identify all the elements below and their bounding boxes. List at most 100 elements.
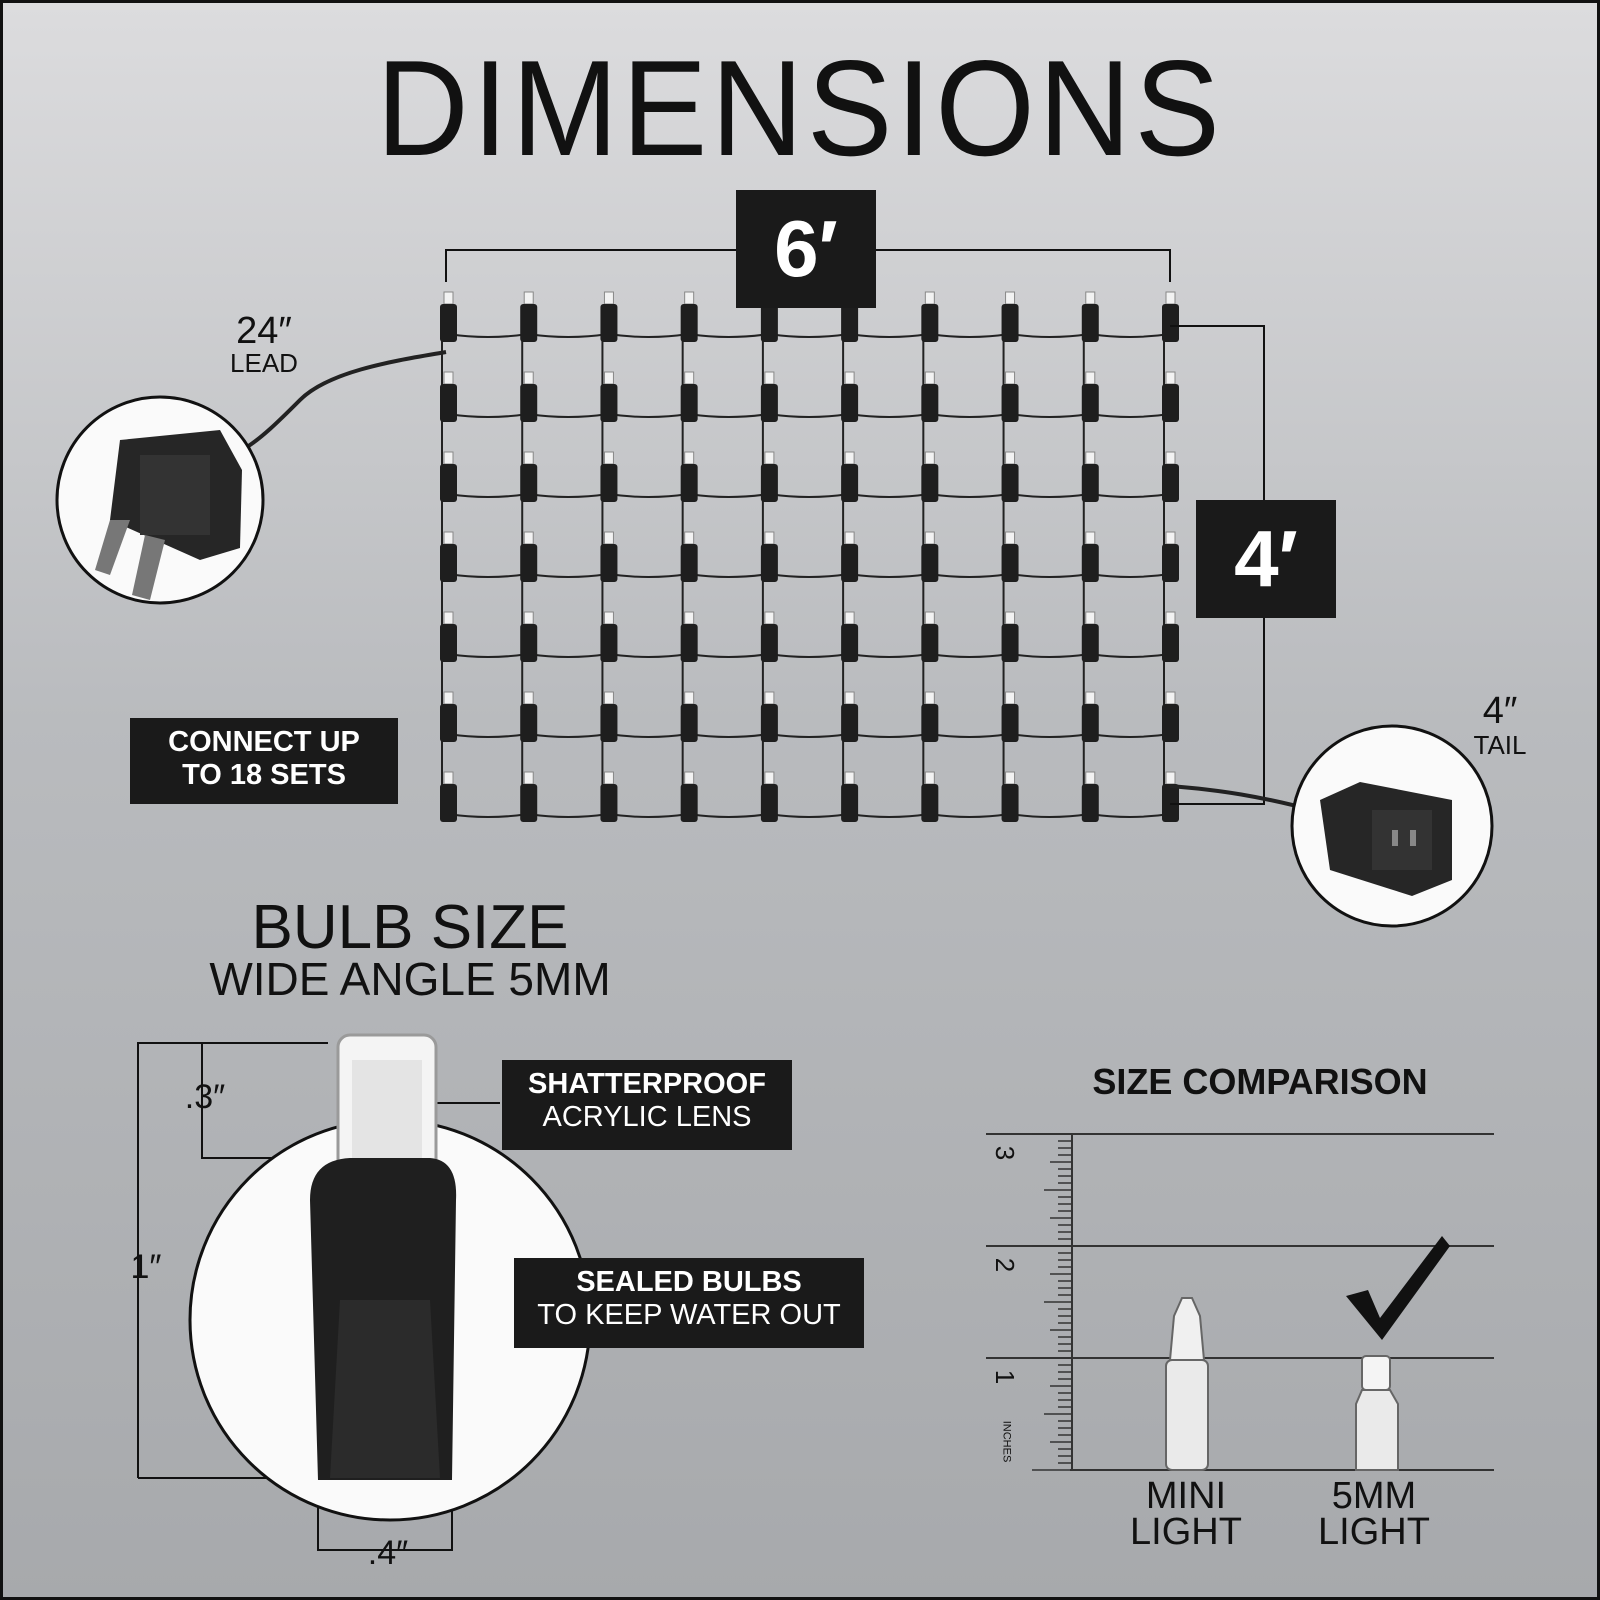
bulb-base	[841, 624, 859, 662]
sealed-feature-text: TO KEEP WATER OUT	[537, 1299, 841, 1331]
bulb-base	[1001, 624, 1019, 662]
bulb-base	[760, 464, 778, 502]
bulb-base	[1081, 544, 1099, 582]
bulb-base	[680, 384, 698, 422]
bulb-base	[520, 784, 538, 822]
bulb-lens	[844, 611, 855, 625]
sealed-feature-bold: SEALED BULBS	[576, 1266, 802, 1298]
bulb-lens	[684, 611, 695, 625]
bulb-lens	[764, 371, 775, 385]
bulb-lens	[1085, 691, 1096, 705]
lens-feature-bold: SHATTERPROOF	[528, 1068, 766, 1100]
bulb-lens	[1165, 691, 1176, 705]
bulb-base	[1001, 704, 1019, 742]
5mm-light-label: 5MM LIGHT	[1304, 1477, 1444, 1551]
bulb-lens	[443, 531, 454, 545]
bulb-lens	[764, 531, 775, 545]
bulb-base	[841, 464, 859, 502]
bulb-lens	[603, 531, 614, 545]
bulb-base	[921, 384, 939, 422]
lead-wire	[241, 350, 447, 452]
bulb-lens	[1165, 451, 1176, 465]
bulb-base	[680, 784, 698, 822]
bulb-base	[921, 304, 939, 342]
bulb-base	[440, 304, 457, 342]
bulb-base	[1081, 464, 1099, 502]
bulb-base	[520, 304, 538, 342]
bulb-base	[841, 304, 859, 342]
bulb-base	[1081, 704, 1099, 742]
total-height-label: 1″	[130, 1248, 162, 1286]
tail-length: 4″	[1482, 690, 1518, 732]
bulb-lens	[603, 451, 614, 465]
bulb-lens	[844, 691, 855, 705]
female-connector-icon	[1290, 724, 1494, 928]
bulb-lens	[1085, 291, 1096, 305]
bulb-lens	[523, 371, 534, 385]
bulb-lens	[443, 371, 454, 385]
bulb-lens	[1005, 451, 1016, 465]
bulb-lens	[523, 451, 534, 465]
bulb-base	[520, 624, 538, 662]
bulb-lens	[924, 291, 935, 305]
bulb-lens	[1005, 371, 1016, 385]
size-comparison-ruler	[986, 1133, 1494, 1471]
bulb-base	[440, 704, 457, 742]
bulb-base	[1162, 704, 1179, 742]
bulb-lens	[764, 691, 775, 705]
bulb-lens	[523, 291, 534, 305]
bulb-base	[600, 784, 618, 822]
bulb-base	[760, 624, 778, 662]
mini-light-label: MINI LIGHT	[1116, 1477, 1256, 1553]
wire-row	[447, 732, 1171, 738]
bulb-base	[1001, 784, 1019, 822]
bulb-lens	[684, 771, 695, 785]
bulb-base	[841, 384, 859, 422]
bulb-width-label: .4″	[367, 1534, 409, 1572]
bulb-base	[440, 384, 457, 422]
bulb-lens	[1085, 771, 1096, 785]
mini-light-line-2: LIGHT	[1130, 1511, 1242, 1553]
bulb-base	[1001, 304, 1019, 342]
bulb-base	[921, 784, 939, 822]
wire-row	[447, 492, 1171, 498]
bulb-base	[680, 704, 698, 742]
wire-row	[447, 572, 1171, 578]
bulb-lens	[1165, 291, 1176, 305]
5mm-light-icon	[1355, 1355, 1399, 1471]
bulb-base	[440, 784, 457, 822]
bulb-lens	[684, 531, 695, 545]
ruler-unit-label: INCHES	[1000, 1420, 1013, 1463]
bulb-lens	[684, 451, 695, 465]
bulb-lens	[684, 291, 695, 305]
light-grid	[440, 291, 1179, 822]
bulb-base	[680, 624, 698, 662]
bulb-lens	[603, 291, 614, 305]
bulb-lens	[1005, 291, 1016, 305]
bulb-lens	[684, 371, 695, 385]
bulb-lens	[924, 531, 935, 545]
bulb-base	[1162, 384, 1179, 422]
bulb-size-subtitle: WIDE ANGLE 5MM	[209, 953, 611, 1005]
bulb-lens	[1165, 611, 1176, 625]
bulb-lens	[443, 771, 454, 785]
bulb-base	[1162, 304, 1179, 342]
bulb-lens	[684, 691, 695, 705]
bulb-lens	[1005, 531, 1016, 545]
bulb-lens	[603, 371, 614, 385]
bulb-lens	[844, 371, 855, 385]
bulb-lens	[443, 611, 454, 625]
lens-feature-badge: SHATTERPROOF ACRYLIC LENS	[502, 1060, 792, 1150]
bulb-lens	[1005, 691, 1016, 705]
bulb-lens	[523, 691, 534, 705]
bulb-size-title: BULB SIZE	[251, 893, 569, 962]
bulb-base	[600, 704, 618, 742]
bulb-lens	[523, 531, 534, 545]
bulb-base	[1081, 384, 1099, 422]
bulb-base	[1162, 624, 1179, 662]
bulb-lens	[1085, 611, 1096, 625]
bulb-base	[520, 704, 538, 742]
connect-sets-badge: CONNECT UP TO 18 SETS	[130, 718, 398, 804]
lead-length: 24″	[236, 310, 292, 352]
bulb-lens	[924, 691, 935, 705]
